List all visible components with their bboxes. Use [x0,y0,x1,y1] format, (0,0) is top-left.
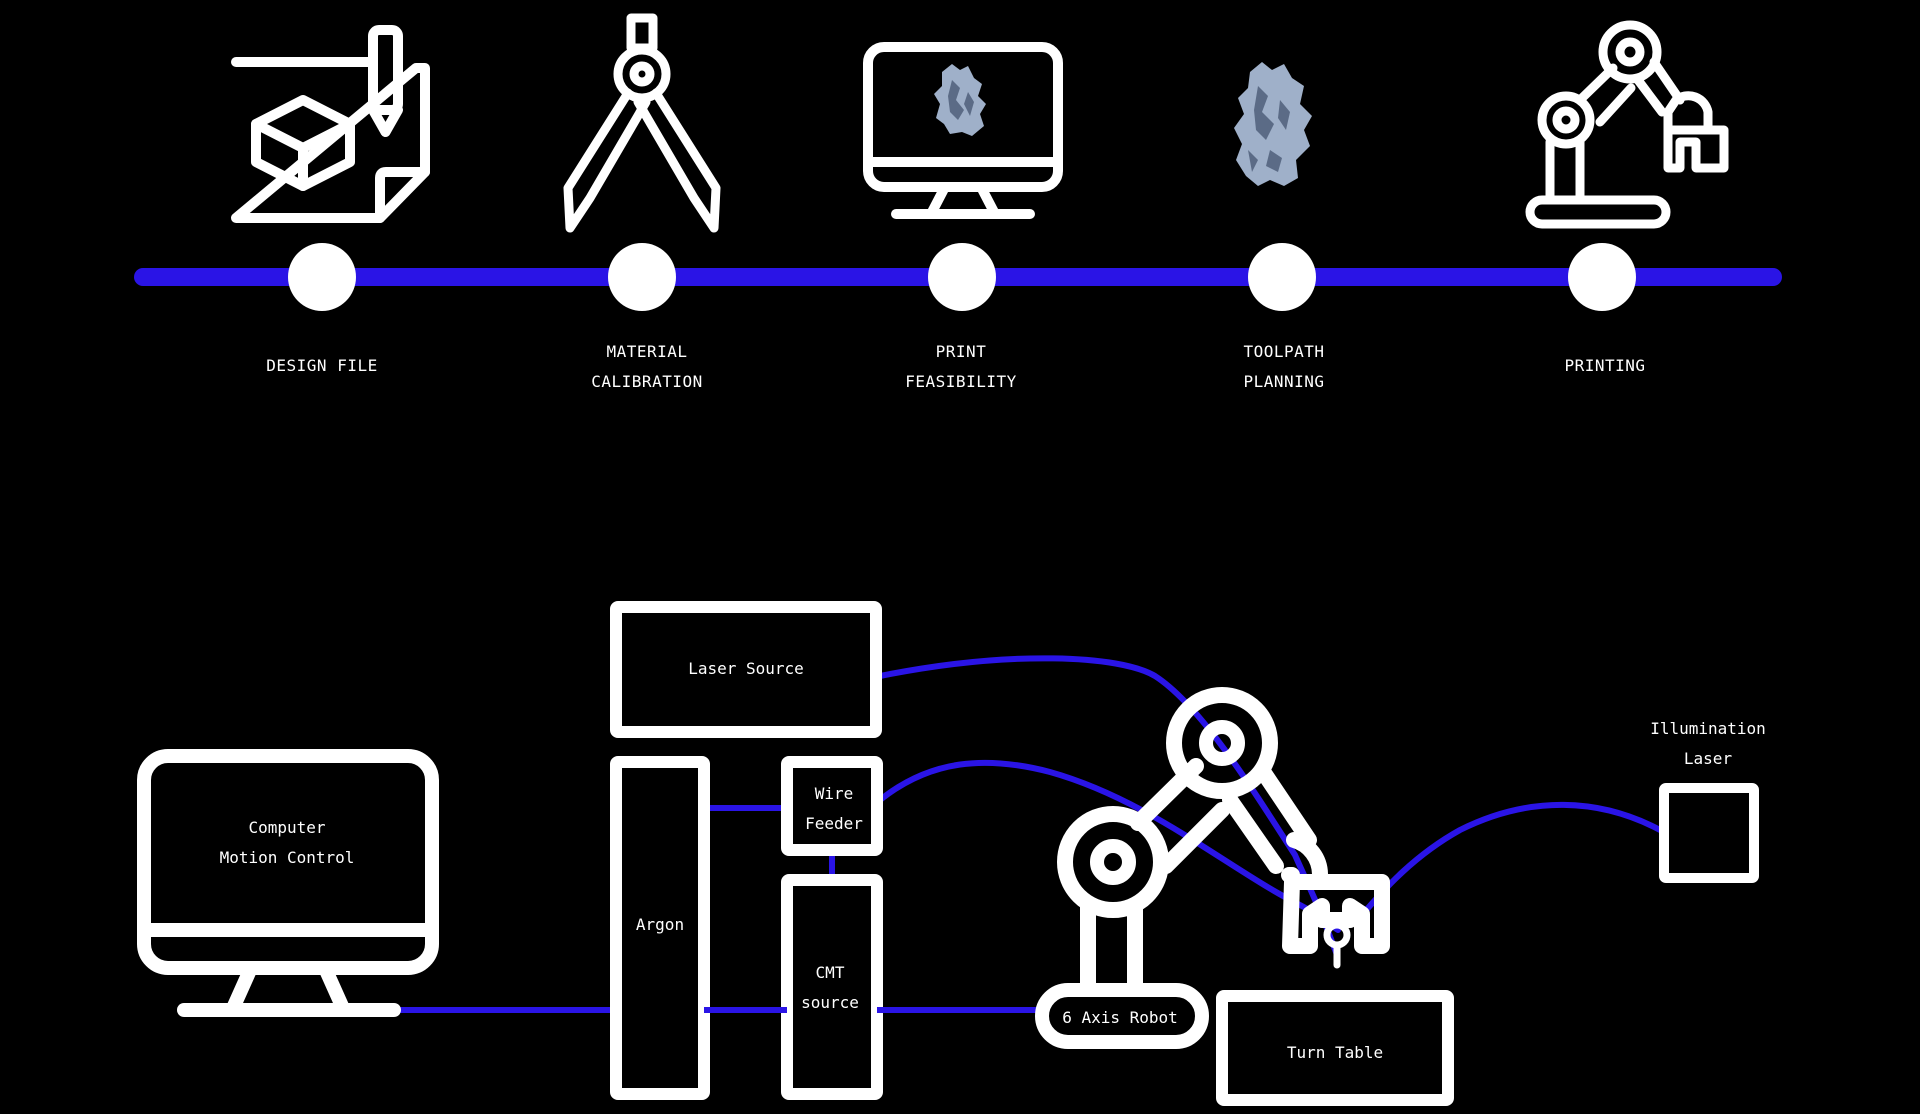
compass-icon [563,13,721,233]
robot-forearm [1222,762,1317,874]
timeline-node-design-file [288,243,356,311]
computer-label-1: Computer [248,818,325,837]
computer-monitor: Computer Motion Control [137,749,439,1017]
robot-joint-upper [1166,687,1278,799]
wire-feeder-box: Wire Feeder [781,756,883,856]
robot-torch-prongs [1318,906,1356,930]
turn-table-box: Turn Table [1216,990,1454,1106]
robot-joint-lower-inner [1090,839,1136,885]
timeline-node-material-calibration [608,243,676,311]
laser-source-label: Laser Source [688,659,804,678]
illumination-label-2: Laser [1684,749,1733,768]
step-label-printing: PRINTING [1564,356,1645,375]
timeline-node-print-feasibility [928,243,996,311]
monitor-stand [227,961,349,1013]
step-label-toolpath-planning-2: PLANNING [1243,372,1324,391]
step-label-print-feasibility-1: PRINT [936,342,987,361]
robot-arm-icon [1525,20,1729,229]
computer-label-2: Motion Control [220,848,355,867]
cmt-source-label-1: CMT [816,963,845,982]
step-label-material-calibration-1: MATERIAL [606,342,687,361]
six-axis-robot: 6 Axis Robot [1035,687,1390,1049]
robot-label: 6 Axis Robot [1062,1008,1178,1027]
robot-upper-arm [1130,758,1230,874]
step-label-toolpath-planning-1: TOOLPATH [1243,342,1324,361]
wire-feeder-label-2: Feeder [805,814,863,833]
illumination-laser: Illumination Laser [1650,719,1766,883]
timeline-node-toolpath-planning [1248,243,1316,311]
wire-feeder-label-1: Wire [815,784,854,803]
sample-object-icon [1234,62,1312,186]
argon-label: Argon [636,915,684,934]
cmt-source-box: CMT source [781,874,883,1100]
monitor-screen [137,749,439,975]
robot-base-column [1080,897,1143,998]
robot-base-plate [1035,983,1209,1049]
step-label-design-file: DESIGN FILE [266,356,377,375]
blueprint-cube-icon [231,25,430,223]
robot-joint-upper-inner [1199,720,1245,766]
laser-source-box: Laser Source [610,601,882,738]
illumination-label-1: Illumination [1650,719,1766,738]
step-label-material-calibration-2: CALIBRATION [591,372,702,391]
illumination-laser-box [1659,783,1759,883]
monitor-sample-icon [863,42,1063,219]
cmt-source-label-2: source [801,993,859,1012]
timeline: DESIGN FILE MATERIAL CALIBRATION PRINT F… [134,13,1782,391]
turn-table-label: Turn Table [1287,1043,1383,1062]
timeline-node-printing [1568,243,1636,311]
argon-box: Argon [610,756,710,1100]
setup-diagram: Computer Motion Control Laser Source Arg… [137,601,1766,1106]
step-label-print-feasibility-2: FEASIBILITY [905,372,1016,391]
